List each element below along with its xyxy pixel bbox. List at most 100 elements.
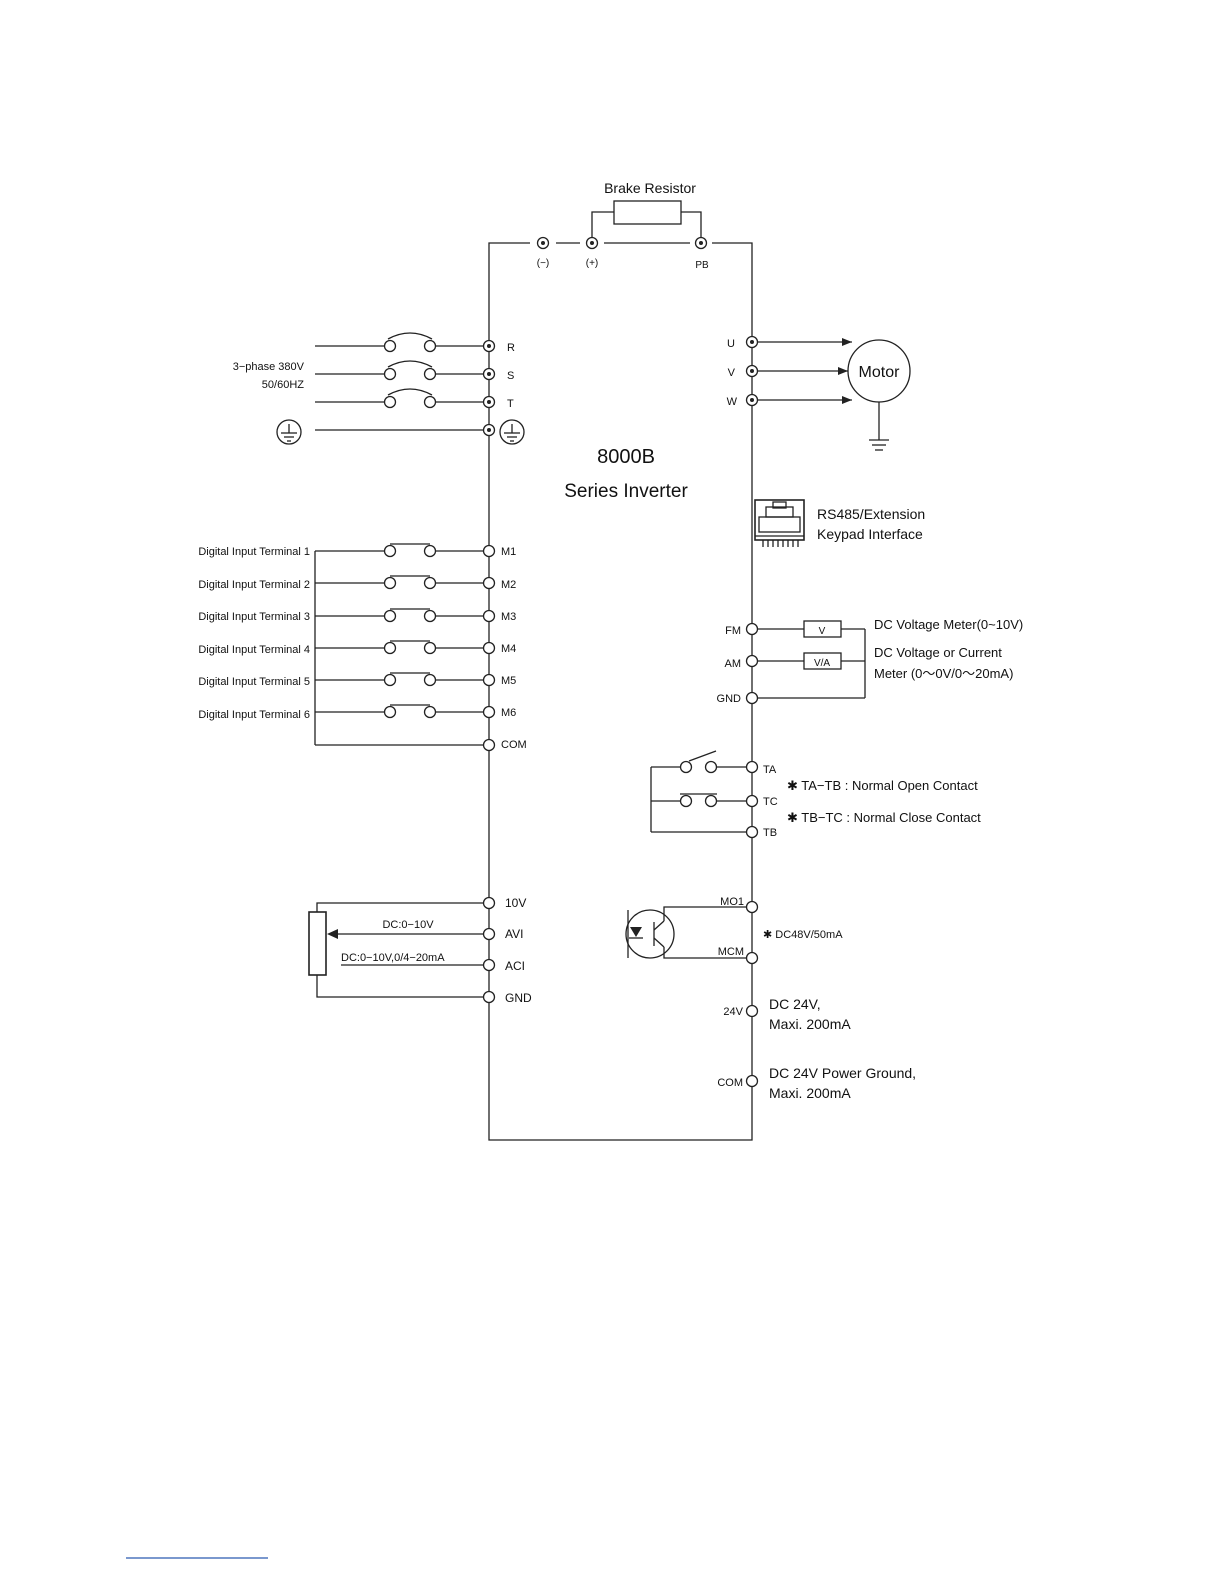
terminal-fm-label: FM [725,625,741,637]
rj45-connector-icon [754,499,805,547]
terminal-ta-label: TA [763,764,777,776]
pe-ground-icon [499,419,525,445]
aci-range-label: DC:0−10V,0/4−20mA [341,952,445,964]
terminal-com [482,738,496,752]
terminal-com-out-label: COM [717,1077,743,1089]
terminal-m1 [482,544,496,558]
terminal-neg-label: (−) [537,258,550,269]
terminal-m3-label: M3 [501,611,516,623]
digital-input-label-4: Digital Input Terminal 4 [198,644,310,656]
digital-input-terminals [482,544,496,752]
terminal-pb-label: PB [695,260,709,271]
terminal-u-label: U [727,338,735,350]
terminal-10v [482,896,496,910]
terminal-m2-label: M2 [501,579,516,591]
relay-note-close: ✱ TB−TC : Normal Close Contact [787,810,981,825]
terminal-tc [745,794,759,808]
terminal-m1-label: M1 [501,546,516,558]
digital-input-label-1: Digital Input Terminal 1 [198,546,310,558]
rs485-label-2: Keypad Interface [817,526,923,542]
terminal-s-label: S [507,370,514,382]
terminal-tb [745,825,759,839]
v-meter-box-label: V [819,626,826,637]
v24-spec-2: Maxi. 200mA [769,1016,851,1032]
relay-wiring [650,750,746,833]
motor-terminals [745,335,759,407]
terminal-m6 [482,705,496,719]
ground-icon [276,419,302,445]
terminal-24v-label: 24V [723,1006,743,1018]
motor-wiring [757,338,911,451]
motor-label: Motor [859,364,901,381]
relay-terminals [745,760,759,839]
potentiometer [308,911,327,976]
power-out-terminals [745,1004,759,1088]
meter-wiring [758,620,866,699]
digital-input-label-2: Digital Input Terminal 2 [198,579,310,591]
optocoupler-icon [625,906,746,959]
terminal-mo1-label: MO1 [720,896,744,908]
terminal-m4 [482,641,496,655]
voltage-meter-label: DC Voltage Meter(0~10V) [874,617,1023,632]
terminal-tc-label: TC [763,796,778,808]
terminal-r-label: R [507,342,515,354]
brake-resistor-label: Brake Resistor [604,180,696,196]
power-input-lines [315,332,484,431]
terminal-com-out [745,1074,759,1088]
terminal-m3 [482,609,496,623]
inverter-body [488,242,753,1141]
terminal-avi [482,927,496,941]
analog-terminals [482,896,496,1004]
terminal-gnd-out-label: GND [717,693,742,705]
digital-input-label-6: Digital Input Terminal 6 [198,709,310,721]
inverter-subtitle: Series Inverter [564,481,688,502]
terminal-mcm [745,951,759,965]
power-input-spec-1: 3−phase 380V [233,361,305,373]
terminal-pos-label: (+) [586,258,599,269]
current-meter-label-1: DC Voltage or Current [874,645,1002,660]
terminal-ta [745,760,759,774]
v24-spec-1: DC 24V, [769,996,821,1012]
terminal-aci [482,958,496,972]
terminal-24v [745,1004,759,1018]
power-terminals [482,339,496,437]
meter-terminals [745,622,759,705]
digital-input-label-5: Digital Input Terminal 5 [198,676,310,688]
terminal-v-label: V [728,367,736,379]
digital-input-label-3: Digital Input Terminal 3 [198,611,310,623]
terminal-mcm-label: MCM [718,946,744,958]
current-meter-label-2: Meter (0〜0V/0〜20mA) [874,666,1013,681]
oc-rating-note: ✱ DC48V/50mA [763,929,843,941]
terminal-am-label: AM [725,658,742,670]
terminal-com-label: COM [501,739,527,751]
rs485-label-1: RS485/Extension [817,506,925,522]
terminal-gnd-out [745,691,759,705]
avi-range-label: DC:0−10V [382,919,434,931]
com-spec-2: Maxi. 200mA [769,1085,851,1101]
terminal-aci-label: ACI [505,959,525,973]
terminal-avi-label: AVI [505,927,523,941]
brake-terminals [536,236,708,250]
analog-wiring [308,902,484,998]
terminal-m5-label: M5 [501,675,516,687]
va-meter-box-label: V/A [814,658,830,669]
power-input-spec-2: 50/60HZ [262,379,304,391]
relay-note-open: ✱ TA−TB : Normal Open Contact [787,778,978,793]
terminal-m4-label: M4 [501,643,516,655]
inverter-model: 8000B [597,446,655,468]
terminal-gnd-in [482,990,496,1004]
digital-input-wiring [314,543,484,746]
oc-terminals [745,900,759,965]
terminal-tb-label: TB [763,827,777,839]
terminal-w-label: W [727,396,738,408]
terminal-fm [745,622,759,636]
terminal-am [745,654,759,668]
brake-resistor [591,200,702,237]
terminal-10v-label: 10V [505,896,526,910]
terminal-mo1 [745,900,759,914]
terminal-m6-label: M6 [501,707,516,719]
terminal-gnd-in-label: GND [505,991,532,1005]
terminal-t-label: T [507,398,514,410]
terminal-m2 [482,576,496,590]
